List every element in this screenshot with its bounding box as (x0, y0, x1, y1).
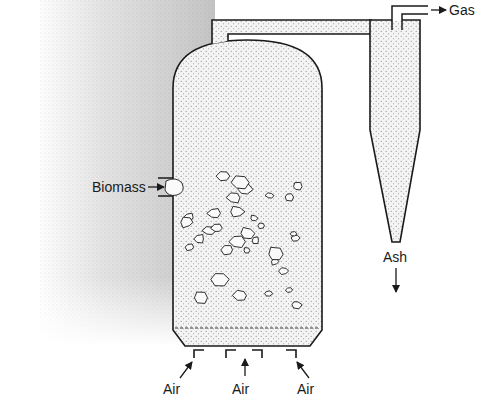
pipe-wall (392, 6, 428, 30)
biomass-arrow (148, 186, 164, 187)
bed-particle (252, 237, 258, 244)
bed-particle (265, 291, 273, 296)
bed-particle (216, 172, 230, 181)
gas-arrow (431, 9, 446, 10)
outlet-label: Ash (383, 249, 407, 265)
bed-particle (241, 228, 255, 239)
bed-particle (231, 206, 245, 217)
bed-particle (221, 246, 233, 255)
bed-particle (181, 217, 193, 228)
bed-particle (194, 292, 207, 303)
bed-particle (185, 244, 194, 251)
bed-particle (269, 247, 283, 259)
bed-particle (292, 302, 302, 309)
bed-particle (265, 193, 274, 198)
bed-particle (231, 176, 249, 189)
bed-particle (258, 223, 265, 229)
distributor-plate (175, 328, 320, 329)
bed-particle (226, 193, 240, 203)
duct-wall (228, 34, 370, 41)
inlet-label: Air (163, 381, 180, 397)
gasifier-vessel (173, 40, 322, 346)
bed-particles (165, 172, 302, 309)
ash-arrow (395, 268, 396, 292)
bed-particle (279, 268, 289, 275)
bed-particle (207, 209, 221, 218)
bed-particle (244, 248, 250, 253)
outlet-label: Gas (449, 2, 475, 18)
bed-particle (290, 232, 297, 236)
air-nozzles (194, 350, 296, 358)
pipe-wall (402, 14, 428, 30)
bed-particle (211, 224, 223, 231)
bed-particle (294, 182, 303, 190)
inlet-label: Air (297, 381, 314, 397)
inlet-label: Air (232, 381, 249, 397)
bed-particle (285, 194, 293, 201)
biomass-lump (165, 179, 183, 196)
bed-particle (194, 235, 204, 244)
duct-wall (212, 20, 372, 44)
gas-duct (212, 20, 372, 44)
bed-particle (285, 288, 292, 293)
inlet-label: Biomass (92, 179, 146, 195)
cyclone (370, 20, 420, 242)
bed-particle (229, 236, 246, 247)
bed-particle (211, 274, 229, 286)
bed-particle (232, 290, 246, 300)
bed-particle (251, 215, 258, 221)
air-arrows (180, 359, 309, 378)
